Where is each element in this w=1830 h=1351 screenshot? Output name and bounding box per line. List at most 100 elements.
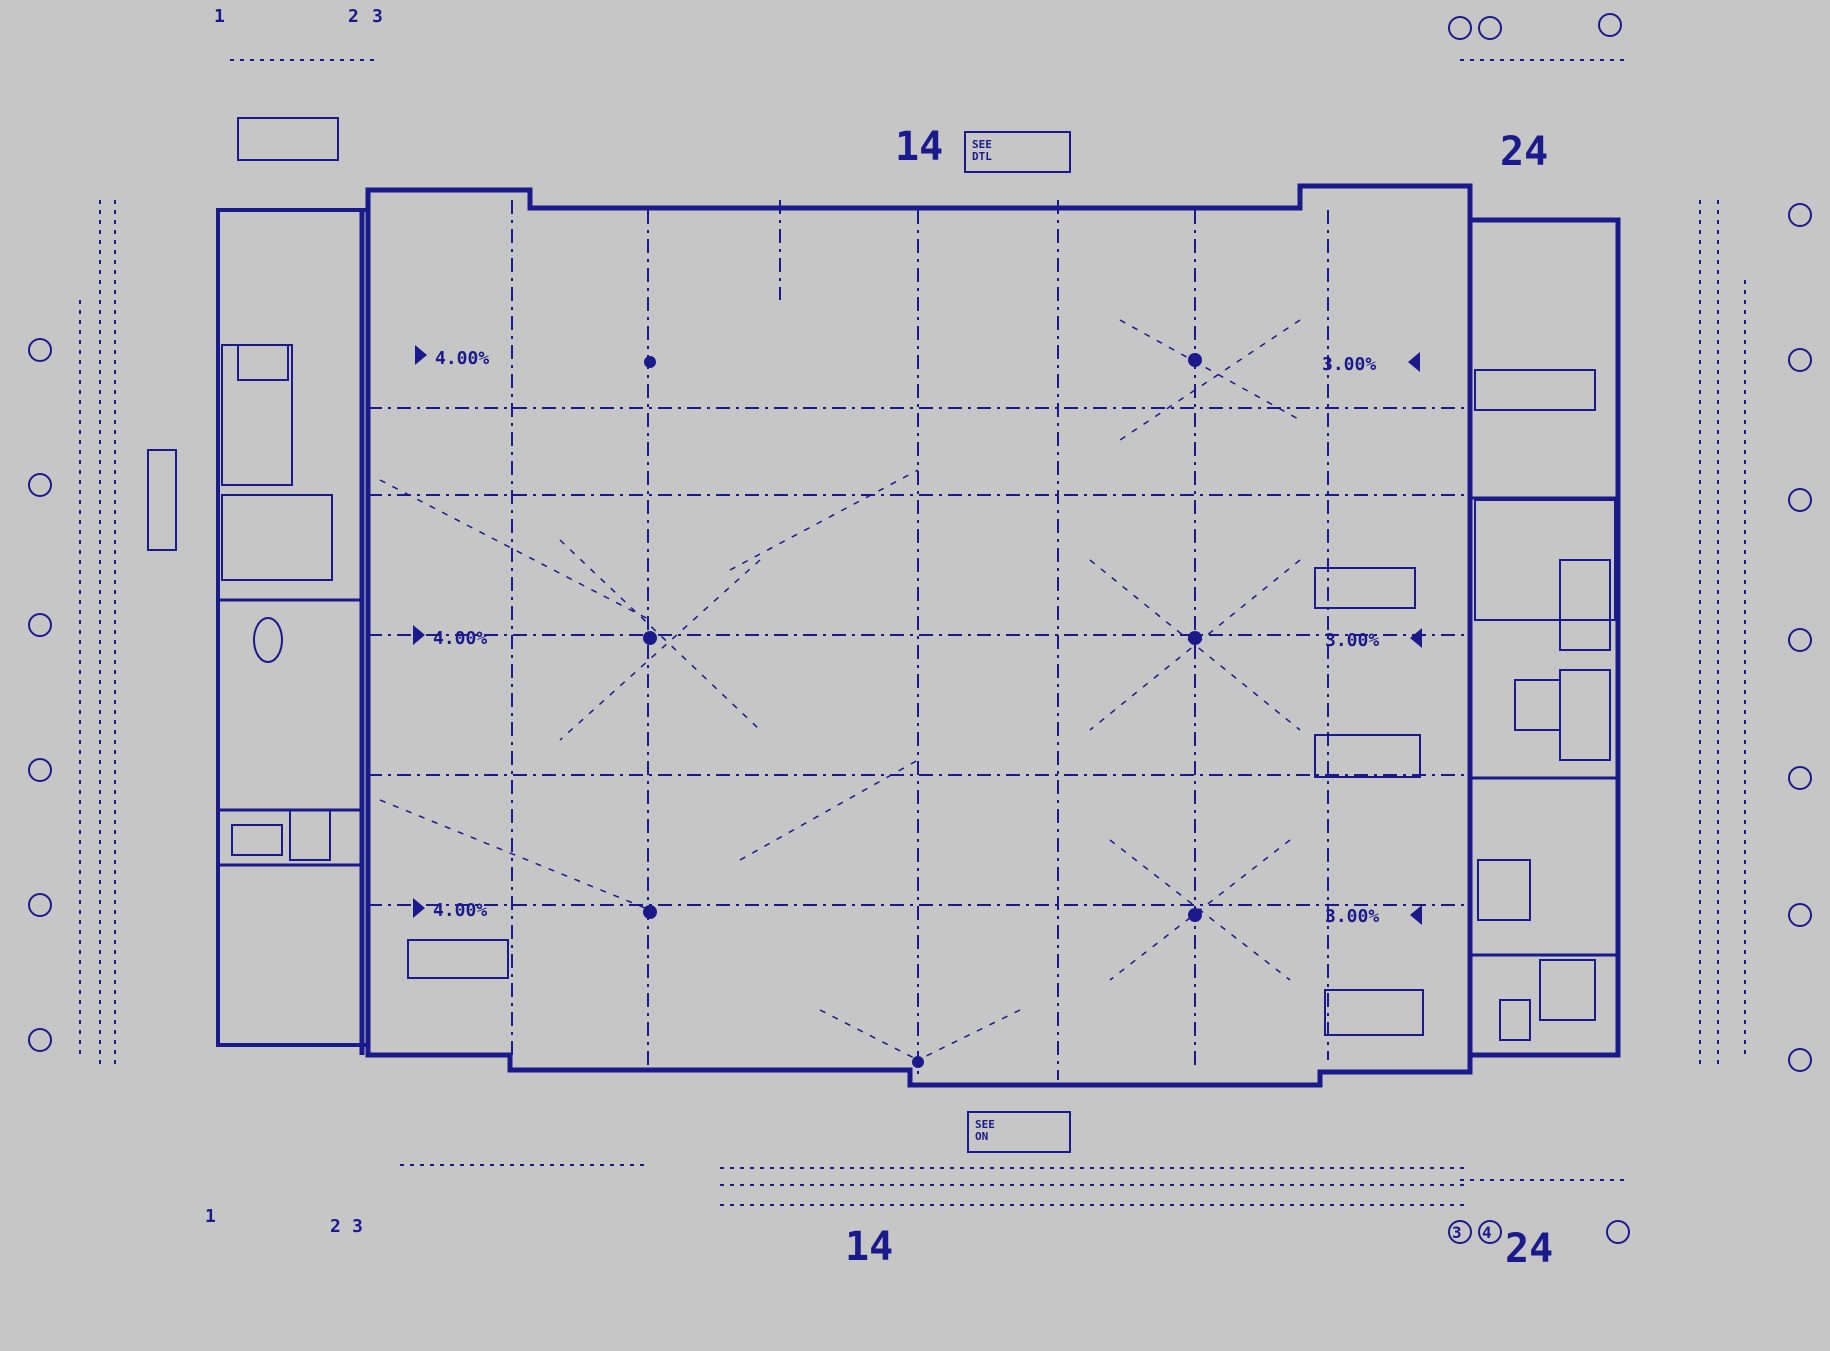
- callout-tags: [237, 117, 1424, 1153]
- fixture: [1539, 959, 1596, 1021]
- slope-line: [729, 469, 919, 571]
- slope-line: [559, 539, 761, 731]
- slope-line: [379, 799, 651, 911]
- callout-box: [967, 1111, 1071, 1153]
- fixture: [289, 809, 331, 861]
- grid-bubble: [28, 893, 52, 917]
- fixture: [231, 824, 283, 856]
- grid-bubble: [1598, 13, 1622, 37]
- slope-label: 4.00%: [435, 348, 489, 369]
- callout-box: [1314, 734, 1421, 778]
- callout-text: SEE: [975, 1118, 995, 1131]
- callout-box: [407, 939, 509, 979]
- slope-line: [379, 479, 651, 621]
- grid-bubble: [1788, 903, 1812, 927]
- grid-bubble: [1788, 1048, 1812, 1072]
- grid-bubble: [1478, 1220, 1502, 1244]
- callout-text: DTL: [972, 150, 992, 163]
- slope-arrow-icon: [1408, 352, 1420, 372]
- fixture: [1477, 859, 1531, 921]
- slope-arrow-icon: [1410, 628, 1422, 648]
- fixture: [1559, 559, 1611, 651]
- slope-label: 4.00%: [433, 628, 487, 649]
- grid-label: 1: [205, 1206, 216, 1227]
- slope-label: 4.00%: [433, 900, 487, 921]
- grid-label: 2: [330, 1216, 341, 1237]
- grid-bubbles: [28, 13, 1812, 1244]
- slope-label: 3.00%: [1322, 354, 1376, 375]
- roof-drain-icon: [643, 631, 657, 645]
- text-labels: 14 14 24 24 4.00% 4.00% 4.00% 3.00% 3.00…: [205, 6, 1553, 1272]
- grid-bubble: [28, 613, 52, 637]
- slope-label: 3.00%: [1325, 630, 1379, 651]
- room-tag: [1474, 369, 1596, 411]
- grid-bubble: [28, 1028, 52, 1052]
- slope-arrow-icon: [413, 625, 425, 645]
- left-wing-rooms: [147, 344, 360, 867]
- callout-text: ON: [975, 1130, 988, 1143]
- fixture: [253, 617, 283, 663]
- roof-drain-icon: [643, 905, 657, 919]
- dimension-right-top: 24: [1500, 129, 1548, 175]
- dimension-top: 14: [895, 124, 943, 170]
- grid-bubble: [1788, 766, 1812, 790]
- roof-drains: [379, 319, 1301, 1061]
- grid-label: 4: [1482, 1223, 1492, 1242]
- grid-label: 2: [348, 6, 359, 27]
- fixture: [1514, 679, 1561, 731]
- building-outline: [216, 183, 1621, 1088]
- callout-box: [1314, 567, 1416, 609]
- slope-line: [1119, 319, 1301, 441]
- roof-drain-icon: [912, 1056, 924, 1068]
- dimension-bottom: 14: [845, 1224, 893, 1270]
- grid-bubble: [1448, 1220, 1472, 1244]
- slope-line: [819, 1009, 919, 1061]
- grid-bubble: [28, 338, 52, 362]
- drain-points: [643, 353, 1202, 1068]
- grid-bubble: [1448, 16, 1472, 40]
- slope-line: [1119, 319, 1301, 421]
- dimension-right-bottom: 24: [1505, 1226, 1553, 1272]
- grid-bubble: [28, 473, 52, 497]
- slope-arrow-icon: [1410, 905, 1422, 925]
- callout-box: [964, 131, 1071, 173]
- fixture: [1559, 669, 1611, 761]
- slope-arrow-icon: [413, 898, 425, 918]
- left-wing-wall: [216, 208, 368, 1047]
- grid-bubble: [1606, 1220, 1630, 1244]
- callout-box: [237, 117, 339, 161]
- grid-bubble: [28, 758, 52, 782]
- grid-bubble: [1788, 628, 1812, 652]
- callout-text: SEE: [972, 138, 992, 151]
- callout-box: [1324, 989, 1424, 1036]
- slope-line: [1109, 839, 1291, 981]
- grid-bubble: [1788, 203, 1812, 227]
- fixture: [1499, 999, 1531, 1041]
- slope-line: [1089, 559, 1301, 731]
- structural-grid: [368, 200, 1470, 1080]
- right-wing-rooms: [1470, 369, 1618, 1041]
- grid-label: 3: [1452, 1223, 1462, 1242]
- slope-line: [1089, 559, 1301, 731]
- dimension-strings: [79, 59, 1746, 1206]
- slope-arrows: [413, 345, 1422, 925]
- roof-drain-icon: [644, 356, 656, 368]
- roof-drain-icon: [1188, 908, 1202, 922]
- roof-drain-icon: [1188, 631, 1202, 645]
- grid-label: 3: [352, 1216, 363, 1237]
- grid-bubble: [1788, 348, 1812, 372]
- grid-bubble: [1788, 488, 1812, 512]
- room: [221, 344, 293, 486]
- roof-drain-icon: [1188, 353, 1202, 367]
- fixture: [237, 344, 289, 381]
- slope-line: [917, 1009, 1021, 1061]
- grid-bubble: [1478, 16, 1502, 40]
- slope-line: [739, 759, 919, 861]
- stair: [147, 449, 177, 551]
- grid-label: 3: [372, 6, 383, 27]
- room: [221, 494, 333, 581]
- slope-arrow-icon: [415, 345, 427, 365]
- slope-line: [559, 559, 761, 741]
